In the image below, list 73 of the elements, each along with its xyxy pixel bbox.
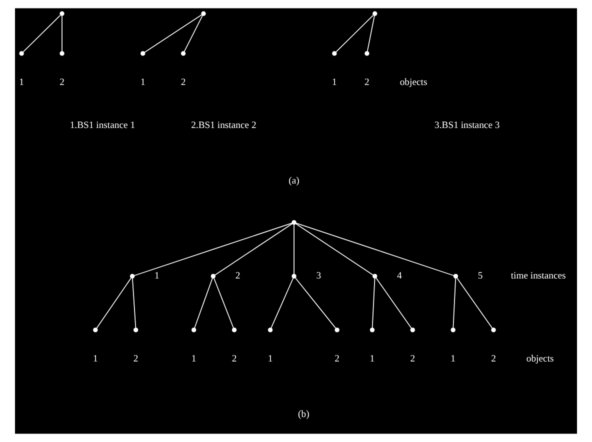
connector bbox=[132, 278, 136, 328]
connector bbox=[184, 14, 204, 52]
node-circle bbox=[60, 11, 64, 16]
node-circle bbox=[19, 51, 24, 56]
node-label: 3 bbox=[316, 270, 322, 282]
label: objects bbox=[526, 354, 554, 365]
label: 1.BS1 instance 1 bbox=[70, 120, 136, 132]
node-label: 2 bbox=[235, 270, 240, 282]
node-label: 1 bbox=[268, 354, 273, 365]
connector bbox=[366, 15, 375, 52]
connector bbox=[144, 14, 202, 53]
connector bbox=[376, 278, 412, 329]
node-circle bbox=[370, 328, 375, 332]
connector bbox=[295, 222, 454, 276]
node-label: 1 bbox=[92, 354, 98, 365]
node-circle bbox=[134, 328, 138, 332]
label: (b) bbox=[298, 408, 310, 420]
connector bbox=[452, 278, 456, 328]
node-label: 2 bbox=[133, 354, 138, 365]
node-circle bbox=[201, 11, 206, 16]
node-label: 1 bbox=[370, 354, 375, 365]
connector bbox=[336, 14, 374, 52]
connector bbox=[456, 278, 493, 329]
node-label: 5 bbox=[478, 270, 483, 282]
node-circle bbox=[364, 51, 370, 56]
node-circle bbox=[334, 328, 340, 332]
node-circle bbox=[292, 274, 296, 279]
label: (a) bbox=[288, 175, 300, 186]
connector bbox=[372, 278, 376, 328]
node-circle bbox=[292, 220, 296, 225]
node-label: 1 bbox=[19, 77, 24, 88]
node-circle bbox=[268, 328, 273, 332]
node-circle bbox=[60, 51, 64, 56]
node-circle bbox=[210, 274, 216, 279]
label: 3.BS1 instance 3 bbox=[434, 120, 500, 132]
node-circle bbox=[372, 11, 378, 16]
node-circle bbox=[450, 328, 456, 332]
node-label: 1 bbox=[191, 354, 196, 365]
node-label: 1 bbox=[140, 77, 146, 88]
node-circle bbox=[140, 51, 146, 56]
connector bbox=[22, 14, 61, 52]
node-label: 2 bbox=[334, 354, 340, 365]
node-circle bbox=[372, 274, 378, 279]
node-circle bbox=[130, 274, 135, 279]
connector bbox=[214, 223, 293, 276]
connector bbox=[213, 278, 234, 329]
node-circle bbox=[453, 274, 458, 279]
node-label: 2 bbox=[232, 354, 237, 365]
connector bbox=[134, 222, 293, 276]
node-label: 2 bbox=[180, 77, 186, 88]
label: 2.BS1 instance 2 bbox=[191, 120, 256, 132]
connector bbox=[295, 223, 374, 276]
node-circle bbox=[93, 328, 98, 332]
node-label: 1 bbox=[154, 270, 160, 282]
node-circle bbox=[491, 328, 496, 332]
connector bbox=[96, 278, 132, 329]
node-circle bbox=[232, 328, 237, 332]
node-label: 1 bbox=[332, 77, 337, 88]
label: time instances bbox=[510, 270, 566, 282]
node-circle bbox=[180, 51, 186, 56]
connector bbox=[270, 278, 294, 329]
node-label: 1 bbox=[450, 354, 456, 365]
node-label: 2 bbox=[60, 77, 64, 88]
node-label: 2 bbox=[410, 354, 416, 365]
label: objects bbox=[400, 77, 428, 88]
node-circle bbox=[410, 328, 415, 332]
node-label: 4 bbox=[397, 270, 402, 282]
node-circle bbox=[192, 328, 196, 332]
connector bbox=[194, 278, 213, 329]
node-label: 2 bbox=[491, 354, 496, 365]
connector bbox=[294, 277, 336, 329]
node-label: 2 bbox=[364, 77, 370, 88]
node-circle bbox=[332, 51, 337, 56]
